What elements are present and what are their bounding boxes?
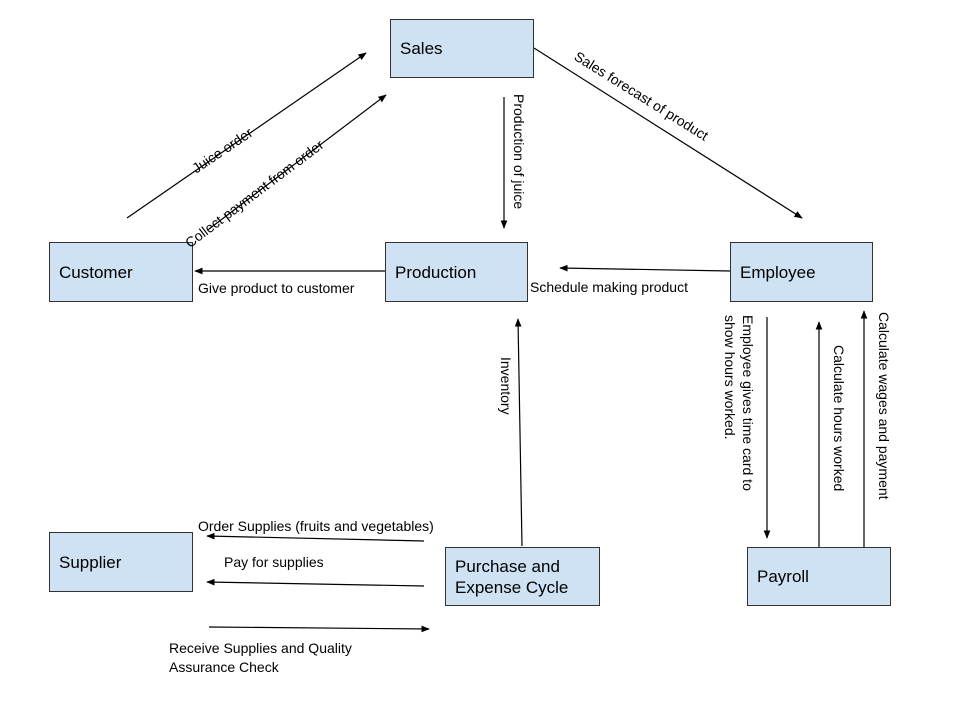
- node-supplier-label: Supplier: [59, 552, 122, 572]
- node-purchase-expense: Purchase and Expense Cycle: [445, 547, 600, 606]
- label-give-product: Give product to customer: [198, 280, 355, 296]
- arrow-schedule-making: [559, 264, 731, 272]
- arrow-receive-supplies: [208, 625, 430, 633]
- label-calculate-wages: Calculate wages and payment: [876, 312, 892, 500]
- node-employee-label: Employee: [740, 262, 816, 282]
- node-customer: Customer: [49, 242, 193, 302]
- node-payroll-label: Payroll: [757, 567, 809, 586]
- arrow-pay-supplies: [206, 578, 425, 587]
- arrow-order-supplies: [206, 532, 425, 542]
- node-production: Production: [385, 242, 528, 302]
- label-pay-supplies: Pay for supplies: [224, 554, 324, 570]
- node-sales: Sales: [390, 19, 534, 78]
- node-purchase-line-2: Expense Cycle: [455, 577, 569, 597]
- arrow-collect-payment: [208, 94, 387, 230]
- node-purchase-expense-text: Purchase and Expense Cycle: [455, 556, 568, 598]
- arrow-inventory: [514, 318, 523, 547]
- arrow-sales-forecast: [533, 47, 803, 219]
- label-schedule-making: Schedule making product: [530, 279, 688, 295]
- label-receive-line-2: Assurance Check: [169, 659, 279, 675]
- label-order-supplies: Order Supplies (fruits and vegetables): [198, 518, 434, 534]
- node-payroll: Payroll: [747, 547, 891, 606]
- label-production-of-juice: Production of juice: [511, 94, 527, 210]
- node-purchase-line-1: Purchase and: [455, 556, 560, 576]
- node-supplier: Supplier: [49, 532, 193, 592]
- node-production-label: Production: [395, 262, 477, 282]
- label-receive-line-1: Receive Supplies and Quality: [169, 640, 352, 656]
- node-employee: Employee: [730, 242, 873, 302]
- node-sales-label: Sales: [400, 39, 443, 58]
- label-inventory: Inventory: [498, 357, 514, 415]
- label-calculate-hours: Calculate hours worked: [831, 345, 847, 492]
- label-time-card-line-2: show hours worked.: [722, 315, 738, 440]
- arrow-juice-order: [126, 52, 367, 219]
- node-customer-label: Customer: [59, 262, 133, 282]
- label-time-card-line-1: Employee gives time card to: [740, 315, 756, 491]
